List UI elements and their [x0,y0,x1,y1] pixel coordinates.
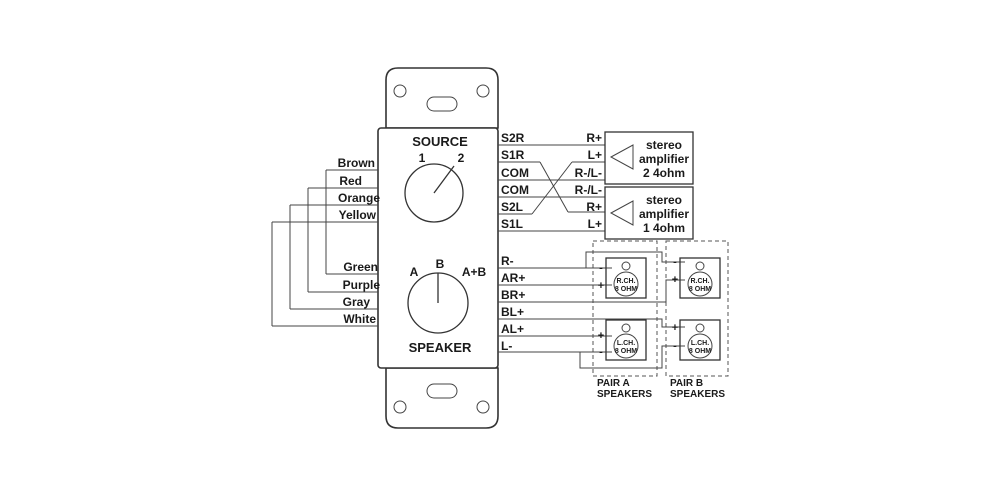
speaker-wire-lines [498,251,685,369]
terminal-lminus: L- [501,339,512,353]
terminal-s1r: S1R [501,148,525,162]
amp2-title-line1: stereo [646,138,682,152]
speaker-b-right-plus: + [672,274,678,286]
wire-label-brown: Brown [338,156,375,170]
speaker-pair-a-right [605,257,647,299]
speaker-b-left-line1: L.CH. [691,340,709,347]
wire-label-green: Green [343,260,378,274]
speaker-a-right-minus: - [599,262,603,274]
speaker-a-left-line1: L.CH. [617,340,635,347]
wire-label-red: Red [339,174,362,188]
speaker-b-right-minus: - [673,256,677,268]
terminal-rminus: R- [501,254,514,268]
source-wire-lines [498,144,605,232]
left-wire-lines [271,169,378,327]
terminal-s2l: S2L [501,200,523,214]
pair-b-enclosure [665,240,729,377]
amp1-title-line2: amplifier [639,207,689,221]
speaker-a-right-line2: 8 OHM [615,286,637,293]
source-label: SOURCE [412,134,468,149]
amp2-terminal-rplus: R+ [586,131,602,145]
speaker-b-left-line2: 8 OHM [689,348,711,355]
pair-a-enclosure [592,240,658,377]
speaker-a-right-plus: + [598,280,604,292]
amp1-terminal-lplus: L+ [588,217,602,231]
speaker-b-right-line2: 8 OHM [689,286,711,293]
speaker-position-ab: A+B [462,265,487,279]
source-position-1: 1 [419,151,426,165]
speaker-label: SPEAKER [409,340,472,355]
terminal-alplus: AL+ [501,322,524,336]
wire-label-gray: Gray [343,295,371,309]
amp1-title-line1: stereo [646,193,682,207]
speaker-position-b: B [436,257,445,271]
terminal-brplus: BR+ [501,288,525,302]
amp2-title-line3: 2 4ohm [643,166,685,180]
amplifier-1 [604,186,694,240]
amp1-terminal-common: R-/L- [575,183,602,197]
terminal-com-2: COM [501,183,529,197]
source-position-2: 2 [458,151,465,165]
speaker-a-left-line2: 8 OHM [615,348,637,355]
speaker-pair-b-left [679,319,721,361]
speaker-b-right-line1: R.CH. [690,278,709,285]
wire-label-purple: Purple [343,278,381,292]
wall-plate [377,67,499,429]
amp2-title-line2: amplifier [639,152,689,166]
amp1-terminal-rplus: R+ [586,200,602,214]
terminal-arplus: AR+ [501,271,525,285]
terminal-com-1: COM [501,166,529,180]
speaker-pair-a-left [605,319,647,361]
amp1-title-line3: 1 4ohm [643,221,685,235]
terminal-blplus: BL+ [501,305,524,319]
pair-b-caption-line1: PAIR B [670,378,703,389]
wire-label-white: White [343,312,376,326]
speaker-pair-b-right [679,257,721,299]
speaker-selector-knob[interactable] [407,272,469,334]
pair-a-caption-line2: SPEAKERS [597,389,652,400]
speaker-position-a: A [410,265,419,279]
speaker-b-left-plus: + [672,322,678,334]
amplifier-2 [604,131,694,185]
terminal-s2r: S2R [501,131,525,145]
amp2-terminal-lplus: L+ [588,148,602,162]
source-selector-knob[interactable] [404,163,464,223]
pair-b-caption-line2: SPEAKERS [670,389,725,400]
wire-label-orange: Orange [338,191,380,205]
speaker-a-left-minus: - [599,346,603,358]
amp2-terminal-common: R-/L- [575,166,602,180]
amplifier-triangle-icon [609,200,634,226]
wire-label-yellow: Yellow [339,208,377,222]
pair-a-caption-line1: PAIR A [597,378,630,389]
speaker-a-right-line1: R.CH. [616,278,635,285]
amplifier-triangle-icon [609,144,634,170]
terminal-s1l: S1L [501,217,523,231]
speaker-a-left-plus: + [598,330,604,342]
speaker-b-left-minus: - [673,340,677,352]
